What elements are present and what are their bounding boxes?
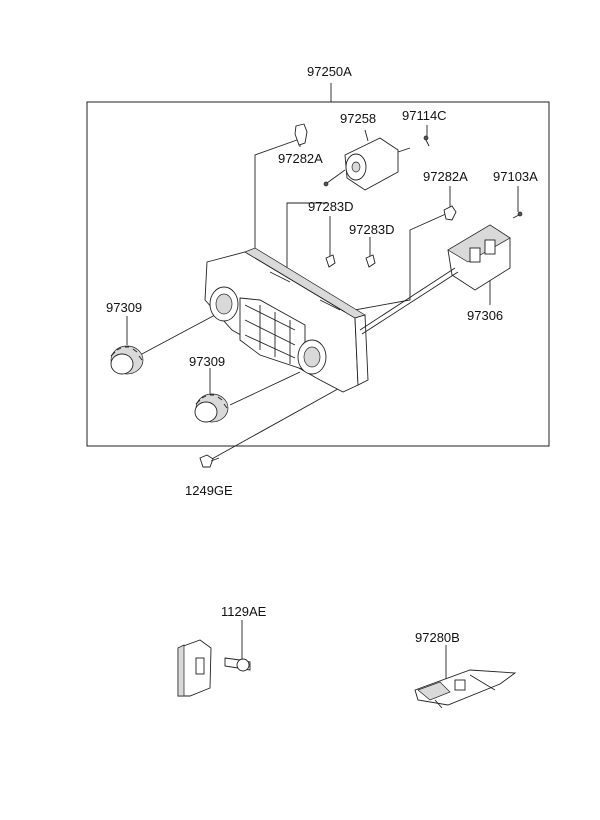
- switch-module-97306: [359, 224, 511, 335]
- label-97283D-1: 97283D: [308, 199, 354, 214]
- label-97258: 97258: [340, 111, 376, 126]
- leader-lines: [126, 125, 519, 680]
- label-1249GE: 1249GE: [185, 483, 233, 498]
- label-97306: 97306: [467, 308, 503, 323]
- label-97282A-top: 97282A: [278, 151, 323, 166]
- label-97250A: 97250A: [307, 64, 352, 79]
- label-97309-center: 97309: [189, 354, 225, 369]
- assembly-frame: [86, 101, 550, 447]
- label-1129AE: 1129AE: [221, 604, 267, 619]
- label-97114C: 97114C: [402, 108, 447, 123]
- part-labels: 97258 97114C 97282A 97282A 97103A 97283D…: [106, 108, 538, 645]
- knob-97309-center: [194, 393, 229, 423]
- resistor-97280B: [414, 669, 517, 709]
- actuator-97258: [323, 137, 411, 191]
- knob-97309-left: [110, 345, 144, 375]
- fasteners: [294, 123, 523, 268]
- bolt-1249GE: [199, 454, 220, 468]
- label-97309-left: 97309: [106, 300, 142, 315]
- control-head-unit: [204, 247, 369, 393]
- label-97103A: 97103A: [493, 169, 538, 184]
- bracket-1129AE: [177, 639, 251, 697]
- label-97280B: 97280B: [415, 630, 460, 645]
- label-97282A-right: 97282A: [423, 169, 468, 184]
- label-97283D-2: 97283D: [349, 222, 395, 237]
